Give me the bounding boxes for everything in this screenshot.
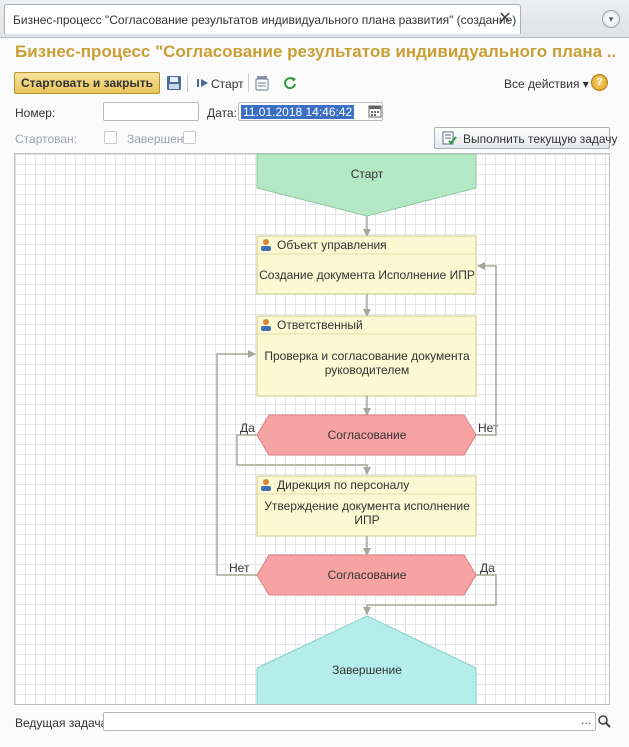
tab-bar: Бизнес-процесс "Согласование результатов… [0,0,629,38]
started-label: Стартован: [15,132,78,146]
start-and-close-button[interactable]: Стартовать и закрыть [14,72,160,94]
toolbar-separator [248,74,249,92]
user-icon [261,239,271,251]
help-icon[interactable]: ? [591,74,608,91]
start-icon[interactable] [194,74,212,92]
task3-role: Дирекция по персоналу [277,478,409,492]
task2-role: Ответственный [277,318,363,332]
user-icon [261,479,271,491]
calendar-icon[interactable] [368,104,382,118]
started-checkbox[interactable] [104,131,117,144]
process-flowchart: Старт Объект управления Создание докумен… [216,154,499,705]
user-icon [261,319,271,331]
connector-no-loop [476,262,497,436]
search-icon[interactable] [596,713,612,730]
start-node-label: Старт [351,167,384,181]
task-node-management-object[interactable]: Объект управления Создание документа Исп… [256,235,477,295]
task1-text: Создание документа Исполнение ИПР [259,268,475,282]
task-node-hr-directorate[interactable]: Дирекция по персоналу Утверждение докуме… [256,475,477,537]
close-icon[interactable]: ✕ [498,10,512,27]
lead-task-label: Ведущая задача: [15,716,111,730]
end-node[interactable]: Завершение [256,615,477,705]
number-label: Номер: [15,106,56,120]
decision1-label: Согласование [328,428,407,442]
completed-label: Завершен: [127,132,187,146]
connector-yes [363,574,497,615]
tab-business-process[interactable]: Бизнес-процесс "Согласование результатов… [4,4,521,34]
decision1-yes-label: Да [240,421,255,435]
lead-task-input[interactable] [103,712,596,731]
decision2-label: Согласование [328,568,407,582]
decision-node-approval-1[interactable]: Согласование [256,414,477,456]
page-title: Бизнес-процесс "Согласование результатов… [15,42,615,61]
number-input[interactable] [103,102,199,121]
date-value: 11.01.2018 14:46:42 [241,105,355,119]
decision2-yes-label: Да [480,561,495,575]
process-map-canvas[interactable]: Старт Объект управления Создание докумен… [14,153,610,705]
decision2-no-label: Нет [229,561,250,575]
lead-task-select-button[interactable]: ... [580,713,591,727]
task3-text-line2: ИПР [354,513,379,527]
task3-text-line1: Утверждение документа исполнение [264,499,470,513]
date-label: Дата: [207,106,237,120]
completed-checkbox[interactable] [183,131,196,144]
start-button[interactable]: Старт [211,77,244,91]
window-menu-icon[interactable]: ▾ [602,10,620,28]
toolbar-separator [187,74,188,92]
save-icon[interactable] [165,74,183,92]
connector-no-loop [216,350,257,576]
execute-current-task-button[interactable]: Выполнить текущую задачу [434,127,618,149]
tab-title: Бизнес-процесс "Согласование результатов… [13,13,517,27]
execute-current-task-label: Выполнить текущую задачу [463,132,618,146]
task-node-responsible[interactable]: Ответственный Проверка и согласование до… [256,315,477,397]
end-node-label: Завершение [332,663,402,677]
connector-yes [236,434,371,475]
refresh-icon[interactable] [281,74,299,92]
decision1-no-label: Нет [478,421,499,435]
task2-text-line1: Проверка и согласование документа [264,349,470,363]
copy-icon[interactable] [253,74,271,92]
decision-node-approval-2[interactable]: Согласование [256,554,477,596]
all-actions-menu[interactable]: Все действия ▾ [504,77,589,91]
task2-text-line2: руководителем [325,363,410,377]
execute-task-icon [442,131,457,145]
start-node[interactable]: Старт [256,154,477,217]
task1-role: Объект управления [277,238,387,252]
